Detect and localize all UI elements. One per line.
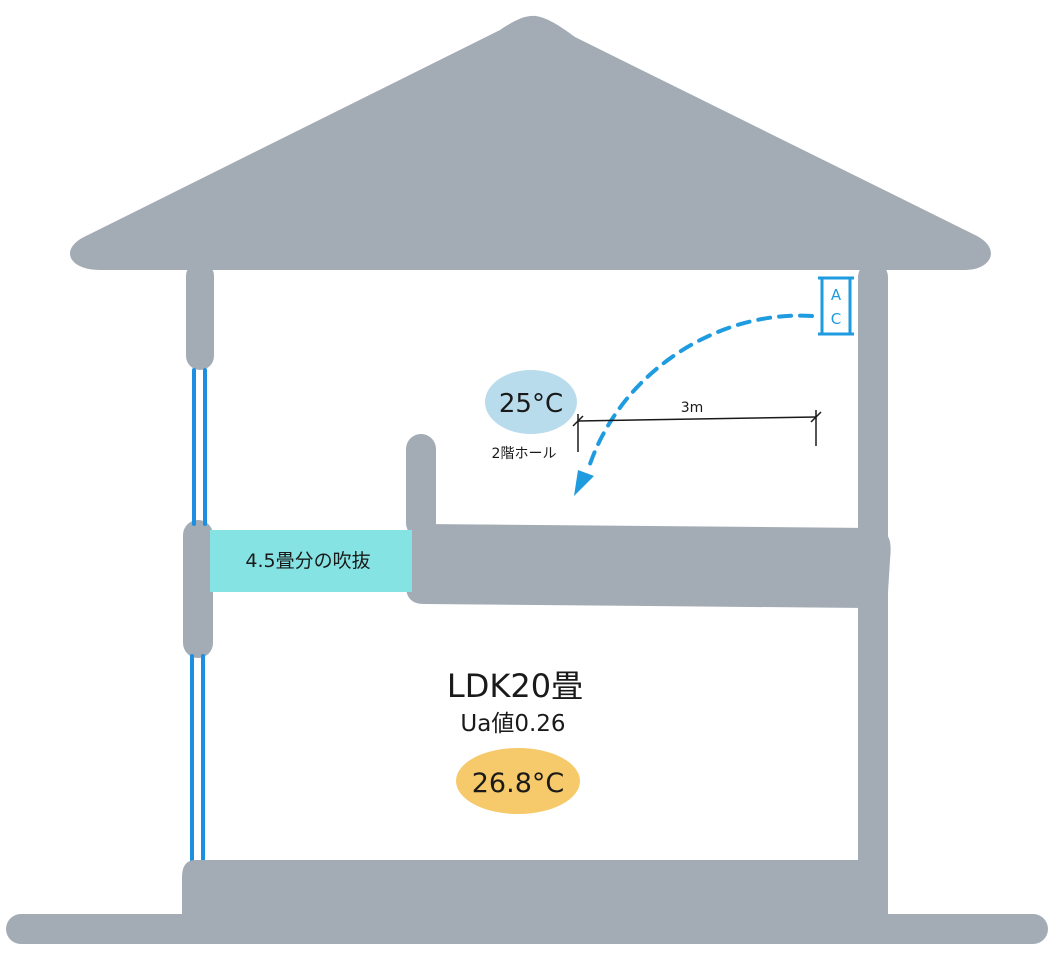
void-label: 4.5畳分の吹抜 <box>245 550 370 572</box>
ground-line <box>6 914 1048 944</box>
void-area <box>210 530 412 592</box>
upstairs-temperature-badge: 25°C <box>485 370 577 434</box>
ldk-title: LDK20畳 <box>447 667 583 705</box>
dimension-label: 3m <box>681 400 704 416</box>
ldk-temperature-badge: 26.8°C <box>456 748 580 814</box>
airflow-arrow-icon <box>574 313 814 496</box>
left-wall-middle <box>183 520 213 658</box>
ldk-temperature: 26.8°C <box>472 768 564 799</box>
roof <box>70 15 991 270</box>
upstairs-hall-label: 2階ホール <box>492 446 557 462</box>
window-lower <box>190 654 205 868</box>
left-wall-upper <box>186 262 214 370</box>
upstairs-temperature: 25°C <box>499 389 563 419</box>
ac-letter-a: A <box>831 286 842 304</box>
dimension-line: 3m <box>572 400 822 452</box>
ground-floor-slab <box>182 860 888 918</box>
ac-letter-c: C <box>831 310 841 328</box>
second-floor-slab <box>406 524 891 608</box>
window-upper <box>192 368 207 526</box>
ldk-ua-value: Ua値0.26 <box>460 711 565 737</box>
ac-unit-icon: A C <box>818 276 854 336</box>
void-balustrade <box>406 434 436 538</box>
